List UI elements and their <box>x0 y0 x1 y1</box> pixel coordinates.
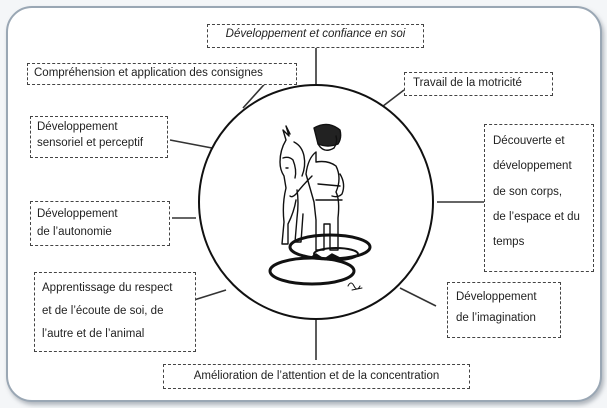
connector-right-lower <box>399 287 437 307</box>
node-left-lower: Apprentissage du respect et de l’écoute … <box>34 272 196 352</box>
node-right-lower-label: Développement de l’imagination <box>456 291 537 325</box>
connector-left-lower <box>193 289 227 301</box>
child-with-pony-illustration <box>268 123 372 291</box>
node-left-middle-label: Développement de l’autonomie <box>37 208 118 239</box>
node-left-middle: Développement de l’autonomie <box>30 201 170 246</box>
node-top: Développement et confiance en soi <box>207 24 424 48</box>
node-top-left-label: Compréhension et application des consign… <box>34 67 263 79</box>
center-circle <box>198 84 434 320</box>
node-right-middle: Découverte et développement de son corps… <box>484 124 594 272</box>
connector-left-upper <box>169 139 213 149</box>
node-left-upper: Développement sensoriel et perceptif <box>30 116 168 158</box>
node-top-right-label: Travail de la motricité <box>413 77 522 89</box>
node-right-middle-label: Découverte et développement de son corps… <box>493 135 580 249</box>
node-top-left: Compréhension et application des consign… <box>27 63 297 85</box>
node-top-label: Développement et confiance en soi <box>225 28 406 40</box>
node-right-lower: Développement de l’imagination <box>447 282 561 338</box>
node-bottom-label: Amélioration de l’attention et de la con… <box>193 370 440 382</box>
node-top-right: Travail de la motricité <box>404 72 553 96</box>
node-left-upper-label: Développement sensoriel et perceptif <box>37 121 144 150</box>
node-left-lower-label: Apprentissage du respect et de l’écoute … <box>42 282 173 340</box>
node-bottom: Amélioration de l’attention et de la con… <box>163 364 470 389</box>
